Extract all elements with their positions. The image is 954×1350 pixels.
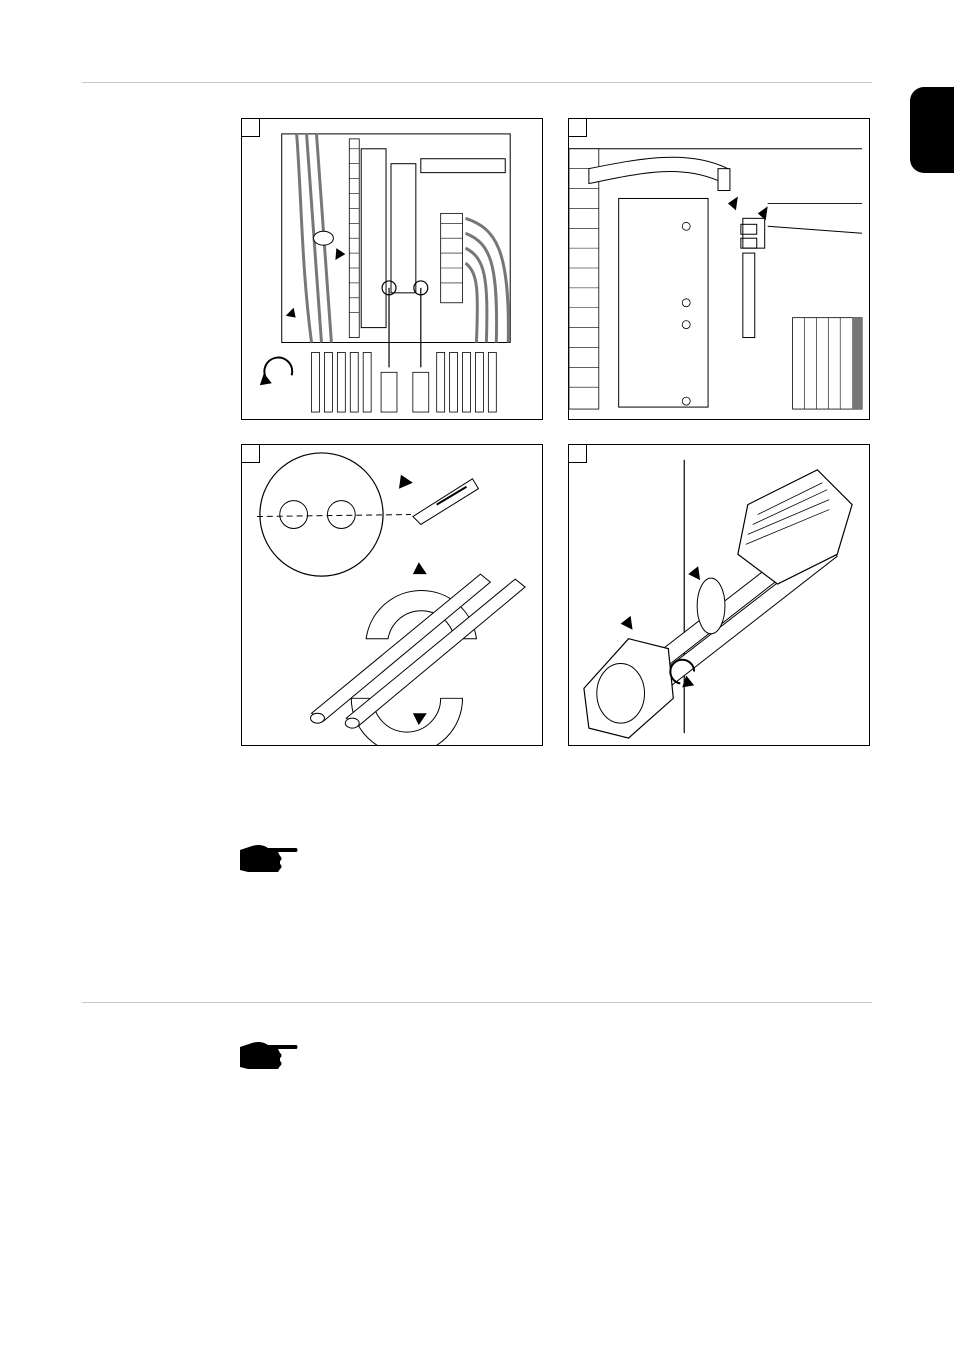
figure-cable-gland xyxy=(568,444,870,746)
cabinet-wiring-drawing xyxy=(259,133,511,413)
pointing-hand-icon xyxy=(240,1041,298,1069)
pointing-hand-icon xyxy=(240,844,298,872)
cable-gland-drawing xyxy=(583,459,853,739)
figure-grommet-cutting xyxy=(241,444,543,746)
figure-datacom-connector xyxy=(568,118,870,420)
language-tab-marker xyxy=(910,87,954,173)
grommet-cutting-drawing xyxy=(256,452,526,745)
step-number-box xyxy=(569,445,587,463)
figure-cabinet-wiring xyxy=(241,118,543,420)
section-rule xyxy=(82,1002,872,1003)
datacom-connector-drawing xyxy=(569,148,863,410)
step-number-box xyxy=(242,445,260,463)
step-number-box xyxy=(569,119,587,137)
header-rule xyxy=(82,82,872,83)
step-number-box xyxy=(242,119,260,137)
